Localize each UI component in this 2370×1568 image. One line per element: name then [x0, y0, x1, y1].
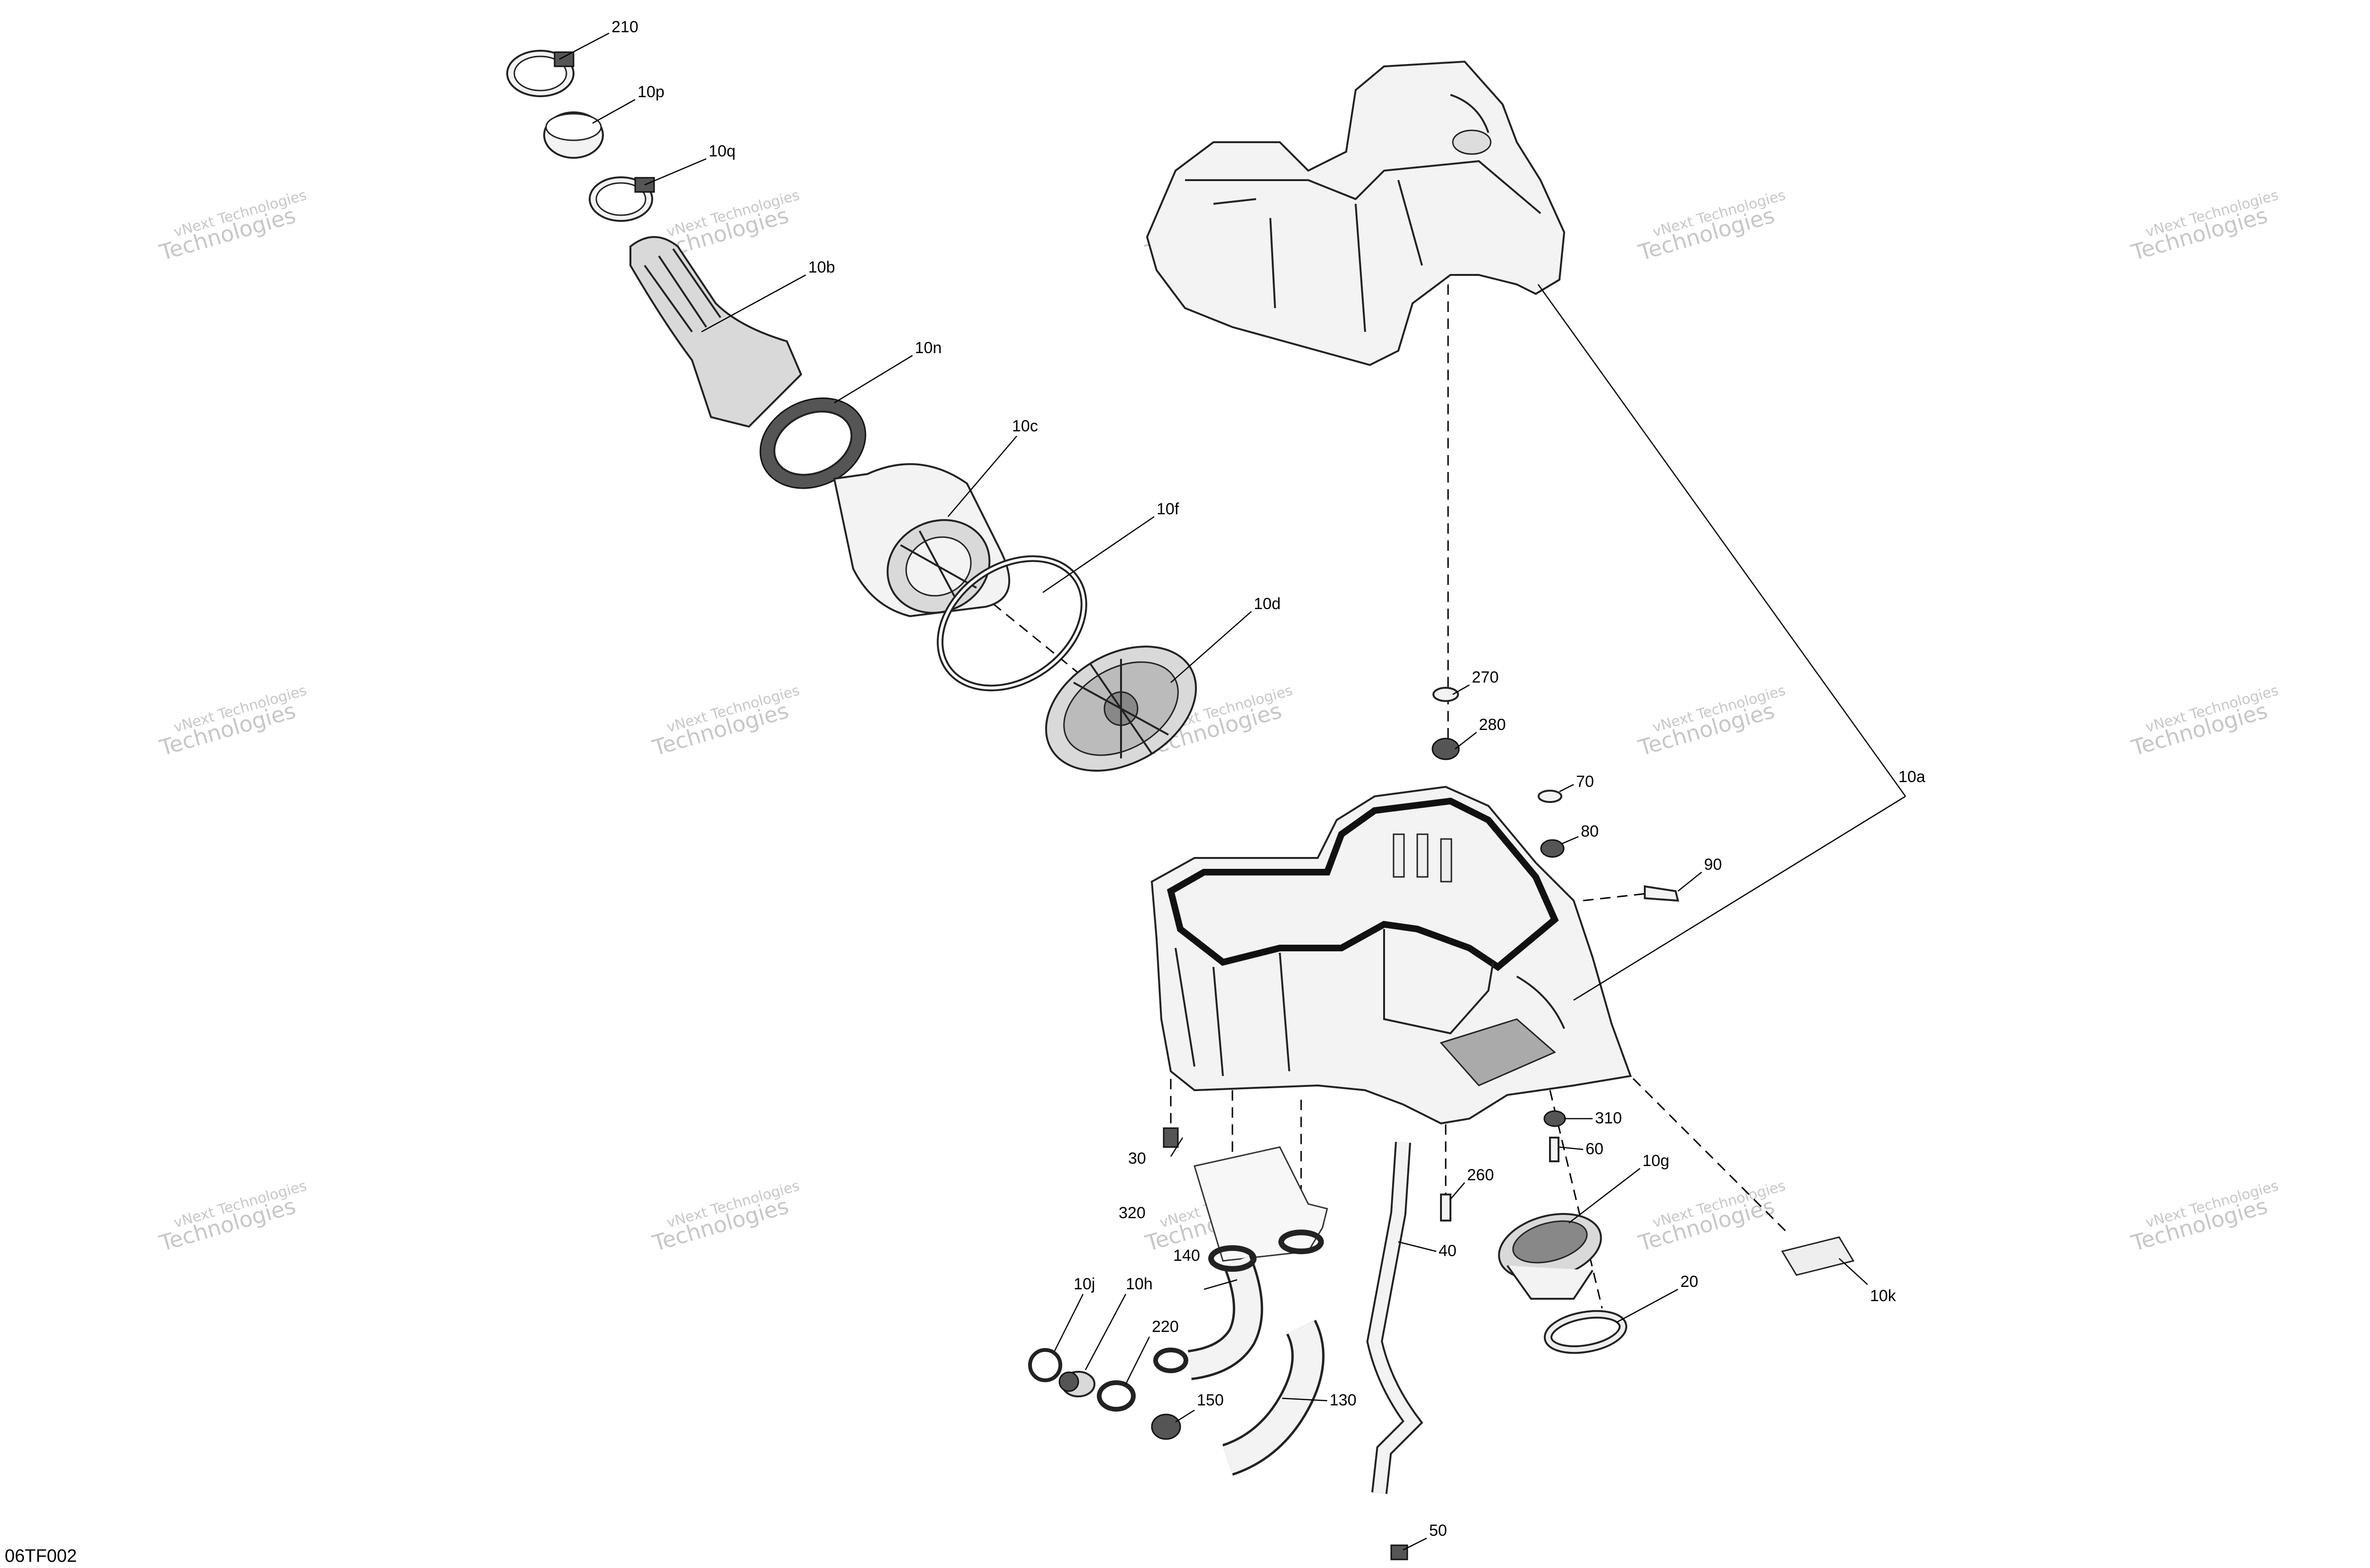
- axis-outlet: [1549, 1090, 1603, 1309]
- part-10b-intake-duct: [629, 236, 802, 428]
- watermark: vNext Technologies Technologies: [2128, 187, 2280, 265]
- part-150-fitting: [1151, 1348, 1188, 1440]
- callout-220: 220: [1152, 1318, 1179, 1336]
- callout-10p: 10p: [638, 83, 665, 101]
- callout-30: 30: [1128, 1149, 1146, 1167]
- watermark: vNext Technologies Technologies: [1635, 1177, 1787, 1256]
- part-70-washer: [1538, 790, 1562, 803]
- callout-310: 310: [1595, 1109, 1622, 1127]
- part-80-grommet: [1540, 839, 1565, 858]
- part-upper-airbox-cover: [1146, 60, 1566, 366]
- callout-10a: 10a: [1898, 768, 1925, 786]
- figure-id: 06TF002: [5, 1546, 77, 1566]
- part-270-washer: [1432, 687, 1459, 702]
- part-10g-outlet: [1498, 1213, 1602, 1300]
- callout-labels: 210 10p 10q 10b 10n 10c 10f 10d 270 280 …: [611, 18, 1925, 1540]
- callout-60: 60: [1586, 1140, 1604, 1158]
- part-10k-label: [1781, 1236, 1855, 1276]
- callout-130: 130: [1330, 1391, 1357, 1409]
- axis-label-10k: [1620, 1066, 1788, 1233]
- watermark: vNext Technologies Technologies: [1635, 187, 1787, 265]
- part-10p-sleeve: [543, 111, 604, 159]
- callout-50: 50: [1429, 1522, 1447, 1540]
- callout-10c: 10c: [1012, 417, 1038, 435]
- callout-10f: 10f: [1157, 500, 1179, 518]
- part-10d-end-cover: [1045, 646, 1197, 772]
- callout-210: 210: [611, 18, 638, 36]
- part-220-clamp: [1097, 1380, 1136, 1412]
- callout-20: 20: [1680, 1273, 1698, 1291]
- callout-10q: 10q: [709, 142, 736, 160]
- part-10f-gasket: [937, 555, 1087, 692]
- callout-150: 150: [1197, 1391, 1224, 1409]
- part-140-hose: [1187, 1230, 1324, 1380]
- callout-90: 90: [1704, 856, 1722, 874]
- part-30-clip: [1163, 1127, 1179, 1148]
- part-90-screw: [1644, 885, 1679, 902]
- callout-260: 260: [1467, 1166, 1494, 1184]
- part-260-screw: [1440, 1194, 1451, 1222]
- part-320-deflector: [1194, 1146, 1328, 1262]
- callout-10h: 10h: [1126, 1275, 1153, 1293]
- watermark: vNext Technologies Technologies: [1635, 682, 1787, 761]
- leader-lines: [559, 32, 1906, 1551]
- part-20-clamp: [1543, 1310, 1628, 1354]
- watermark: vNext Technologies Technologies: [156, 1177, 309, 1256]
- part-10j-ring: [1028, 1348, 1062, 1382]
- callout-270: 270: [1472, 668, 1499, 686]
- part-10h-valve: [1058, 1371, 1095, 1397]
- watermark: vNext Technologies Technologies: [649, 1177, 802, 1256]
- assembly-axes: [926, 284, 1788, 1309]
- part-10q-clamp: [589, 176, 655, 222]
- callout-10k: 10k: [1870, 1287, 1896, 1305]
- callout-10d: 10d: [1254, 595, 1281, 613]
- callout-280: 280: [1479, 716, 1506, 734]
- part-10n-seal: [759, 397, 866, 489]
- watermark: vNext Technologies Technologies: [2128, 682, 2280, 761]
- watermark: vNext Technologies Technologies: [2128, 1177, 2280, 1256]
- part-310-grommet: [1543, 1110, 1566, 1127]
- callout-10n: 10n: [915, 339, 942, 357]
- part-60-screw: [1549, 1137, 1559, 1162]
- callout-70: 70: [1576, 773, 1594, 791]
- callout-80: 80: [1581, 822, 1599, 840]
- part-lower-airbox: [1150, 785, 1632, 1125]
- callout-10j: 10j: [1074, 1275, 1095, 1293]
- watermarks: vNext Technologies Technologies vNext Te…: [156, 187, 2280, 1256]
- callout-320: 320: [1119, 1204, 1146, 1222]
- part-280-grommet: [1431, 738, 1460, 760]
- watermark: vNext Technologies Technologies: [649, 682, 802, 761]
- part-40-tube: [1366, 1141, 1423, 1494]
- callout-10g: 10g: [1642, 1152, 1669, 1170]
- callout-40: 40: [1439, 1242, 1457, 1260]
- watermark: vNext Technologies Technologies: [156, 187, 309, 265]
- part-50-plug: [1390, 1544, 1408, 1560]
- part-210-clamp: [506, 50, 574, 97]
- watermark: vNext Technologies Technologies: [156, 682, 309, 761]
- part-10c-filter: [833, 463, 1011, 618]
- callout-140: 140: [1173, 1247, 1200, 1265]
- callout-10b: 10b: [808, 258, 835, 276]
- part-130-hose: [1222, 1320, 1325, 1476]
